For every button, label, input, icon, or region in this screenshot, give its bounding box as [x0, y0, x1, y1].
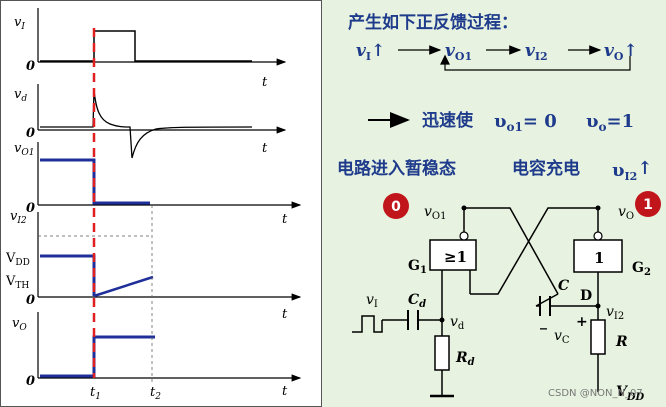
t-label-vI: t [262, 75, 268, 90]
label-vC: vC [554, 328, 570, 346]
label-vO1: vO1 [424, 204, 446, 222]
node-vO [595, 205, 601, 211]
t-label-vd: t [262, 141, 268, 156]
label-R: R [615, 334, 628, 350]
g2-inversion-bubble [593, 231, 603, 241]
label-Cd: Cd [408, 292, 426, 310]
vI-waveform [40, 30, 252, 62]
timing-panel [0, 0, 322, 407]
circuit-nodes [439, 205, 601, 323]
vdd-label: VDD [5, 251, 30, 268]
circuit-panel [322, 0, 666, 407]
badge-zero-text: 0 [391, 199, 401, 215]
charge-var: υI2↑ [612, 158, 652, 183]
zero-vd: 0 [26, 126, 35, 141]
rd-resistor [434, 335, 450, 371]
fast-eq-o: υo=1 [586, 111, 634, 134]
chain-vO: vO↑ [604, 41, 638, 63]
label-vI2: vI2 [606, 304, 624, 322]
circuit-labels: vO1 vO ≥1 G1 1 G2 vI Cd vd Rd C D vI2 + … [366, 204, 651, 403]
label-D: D [580, 288, 592, 304]
vI2-label: vI2 [10, 209, 27, 226]
badge-zero [383, 193, 409, 219]
chain-feedback-loop [444, 56, 631, 71]
watermark: CSDN @NON_N_07 [548, 388, 643, 399]
badge-one-text: 1 [643, 197, 653, 213]
g1-symbol: ≥1 [444, 248, 467, 266]
gate-g1 [429, 239, 477, 271]
label-Rd: Rd [455, 350, 475, 368]
label-vd: vd [450, 314, 465, 332]
label-minus: _ [540, 314, 547, 330]
feedback-heading: 产生如下正反馈过程： [348, 12, 518, 33]
chain-vI: vI↑ [356, 41, 385, 63]
vO1-label: vO1 [14, 141, 34, 158]
t2-label: t2 [150, 385, 161, 402]
gate-g2 [573, 239, 623, 273]
vO-waveform [40, 335, 155, 378]
zero-vO1: 0 [26, 201, 35, 216]
charge-text: 电容充电 [512, 158, 580, 179]
r-resistor [590, 319, 606, 355]
label-vO: vO [618, 204, 634, 222]
chain-arrows [398, 45, 631, 71]
vd-waveform [40, 89, 253, 159]
badge-one [635, 191, 661, 217]
zero-labels: 0 0 0 0 0 [26, 59, 35, 389]
node-vO1 [461, 205, 467, 211]
state-text: 电路进入暂稳态 [337, 158, 456, 179]
t-label-vI2: t [282, 307, 288, 322]
zero-vO: 0 [26, 374, 35, 389]
g1-inversion-bubble [459, 231, 469, 241]
vI2-charging-ramp [93, 275, 154, 298]
timing-axes [37, 8, 302, 382]
t-label-vO1: t [282, 212, 288, 227]
fast-text: 迅速使 [422, 110, 474, 131]
chain-vO1: vO1 [445, 41, 472, 63]
label-VDD: VDD [616, 384, 645, 403]
feedback-chain: vI↑ vO1 vI2 vO↑ [356, 41, 638, 63]
g1-name: G1 [408, 258, 427, 276]
chain-feedback-arrowhead [440, 54, 450, 65]
node-vd [439, 317, 445, 323]
label-vI: vI [366, 292, 378, 310]
chain-vI2: vI2 [525, 41, 548, 63]
zero-vI2: 0 [26, 293, 35, 308]
g2-symbol: 1 [594, 249, 604, 267]
timing-labels: vI vd vO1 vI2 vO t t t t t VDD VTH t1 t2 [5, 15, 288, 402]
input-pulse-symbol [352, 315, 383, 333]
node-vI2 [595, 303, 601, 309]
label-plus: + [576, 314, 588, 330]
g2-name: G2 [632, 260, 651, 278]
circuit-wires [382, 207, 599, 396]
zero-vI: 0 [26, 59, 35, 74]
vth-label: VTH [5, 274, 29, 291]
t1-label: t1 [90, 385, 101, 402]
vd-label: vd [14, 87, 27, 104]
t-label-vO: t [282, 384, 288, 399]
cross-wire-2 [470, 207, 598, 295]
vO-label: vO [12, 316, 27, 333]
fast-eq-o1: υo1= 0 [494, 111, 557, 134]
label-C: C [558, 278, 569, 294]
cross-wire-1 [464, 207, 559, 295]
vI-label: vI [14, 15, 25, 32]
